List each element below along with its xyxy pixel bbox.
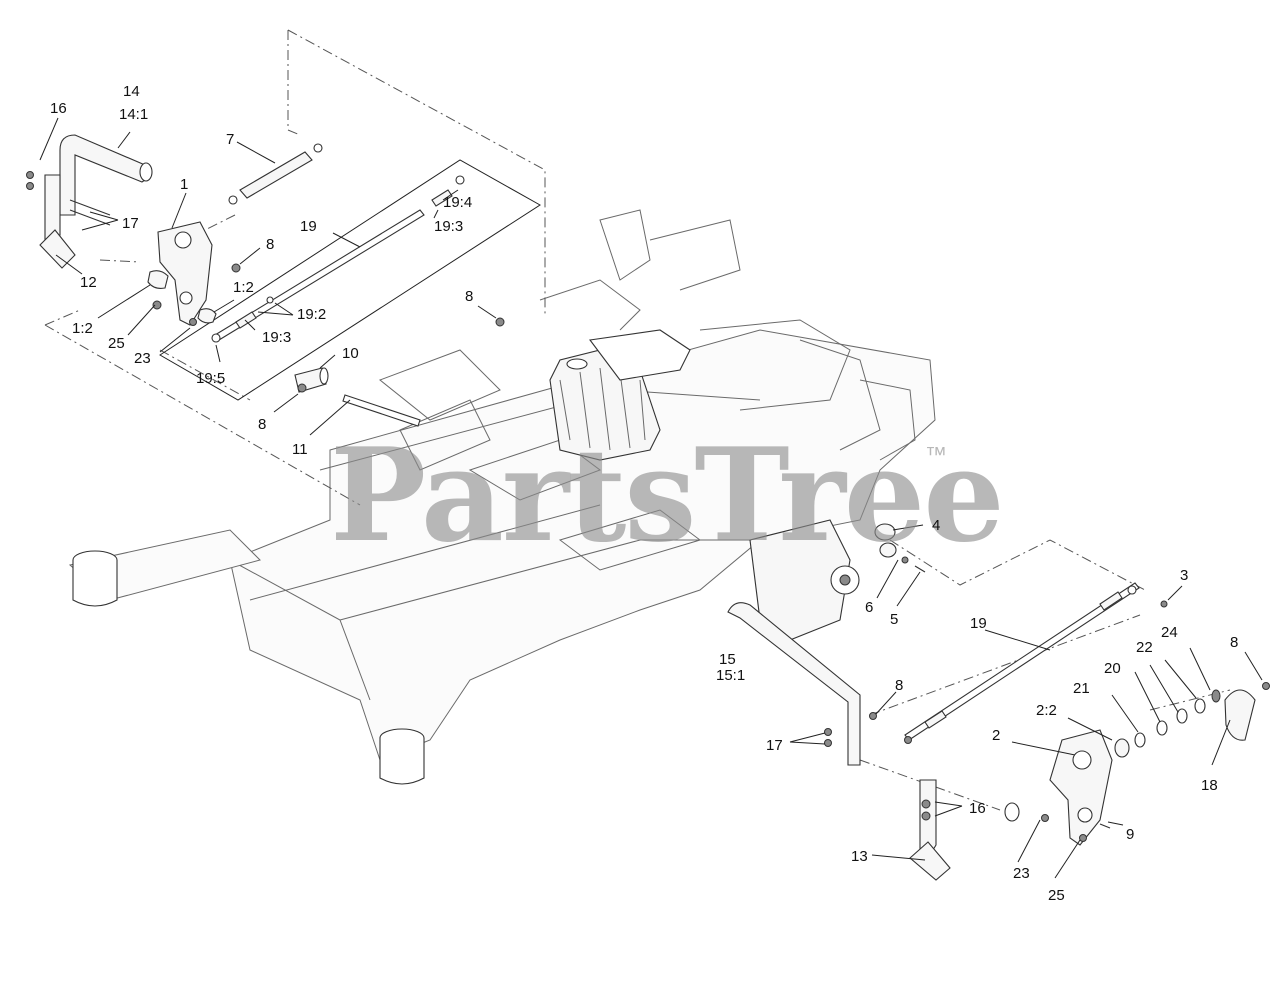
callout-label: 23 — [1013, 865, 1030, 882]
callout-label: 3 — [1180, 567, 1188, 584]
callout-label: 13 — [851, 848, 868, 865]
callout-label: 20 — [1104, 660, 1121, 677]
callout-label: 19 — [970, 615, 987, 632]
watermark-trademark: ™ — [925, 442, 947, 467]
callout-label: 18 — [1201, 777, 1218, 794]
leader-lines — [39, 117, 1263, 879]
callout-label: 16 — [50, 100, 67, 117]
callout-label: 19:4 — [443, 194, 472, 211]
callout-label: 5 — [890, 611, 898, 628]
callout-label: 6 — [865, 599, 873, 616]
callout-label: 14 — [123, 83, 140, 100]
callout-label: 8 — [465, 288, 473, 305]
chassis-frame — [68, 209, 936, 785]
callout-label: 9 — [1126, 826, 1134, 843]
left-control-assembly — [26, 134, 505, 427]
callout-label: 8 — [1230, 634, 1238, 651]
callout-label: 1:2 — [72, 320, 93, 337]
callout-label: 24 — [1161, 624, 1178, 641]
callout-label: 17 — [766, 737, 783, 754]
callout-label: 1 — [180, 176, 188, 193]
callout-label: 12 — [80, 274, 97, 291]
linkage-box-left — [159, 159, 541, 401]
callout-label: 25 — [1048, 887, 1065, 904]
callout-label: 15 — [719, 651, 736, 668]
callout-label: 15:1 — [716, 667, 745, 684]
callout-label: 1:2 — [233, 279, 254, 296]
callout-label: 8 — [266, 236, 274, 253]
callout-label: 21 — [1073, 680, 1090, 697]
callout-label: 22 — [1136, 639, 1153, 656]
callout-label: 23 — [134, 350, 151, 367]
callout-label: 19:5 — [196, 370, 225, 387]
callout-label: 7 — [226, 131, 234, 148]
callout-label: 11 — [292, 441, 308, 458]
callout-label: 8 — [895, 677, 903, 694]
callout-label: 14:1 — [119, 106, 148, 123]
watermark: PartsTree ™ — [330, 421, 1005, 571]
callout-label: 2:2 — [1036, 702, 1057, 719]
callout-label: 4 — [932, 517, 940, 534]
callout-label: 19:3 — [434, 218, 463, 235]
callout-label: 2 — [992, 727, 1000, 744]
callout-label: 16 — [969, 800, 986, 817]
callout-label: 19:2 — [297, 306, 326, 323]
callout-label: 8 — [258, 416, 266, 433]
callouts: 16 14 14:1 7 1 17 19 19:4 19:3 8 12 1:2 … — [50, 83, 1238, 904]
callout-label: 19:3 — [262, 329, 291, 346]
callout-label: 10 — [342, 345, 359, 362]
callout-label: 25 — [108, 335, 125, 352]
callout-label: 19 — [300, 218, 317, 235]
right-control-assembly — [727, 523, 1270, 881]
watermark-brand: PartsTree — [330, 421, 1003, 571]
callout-label: 17 — [122, 215, 139, 232]
